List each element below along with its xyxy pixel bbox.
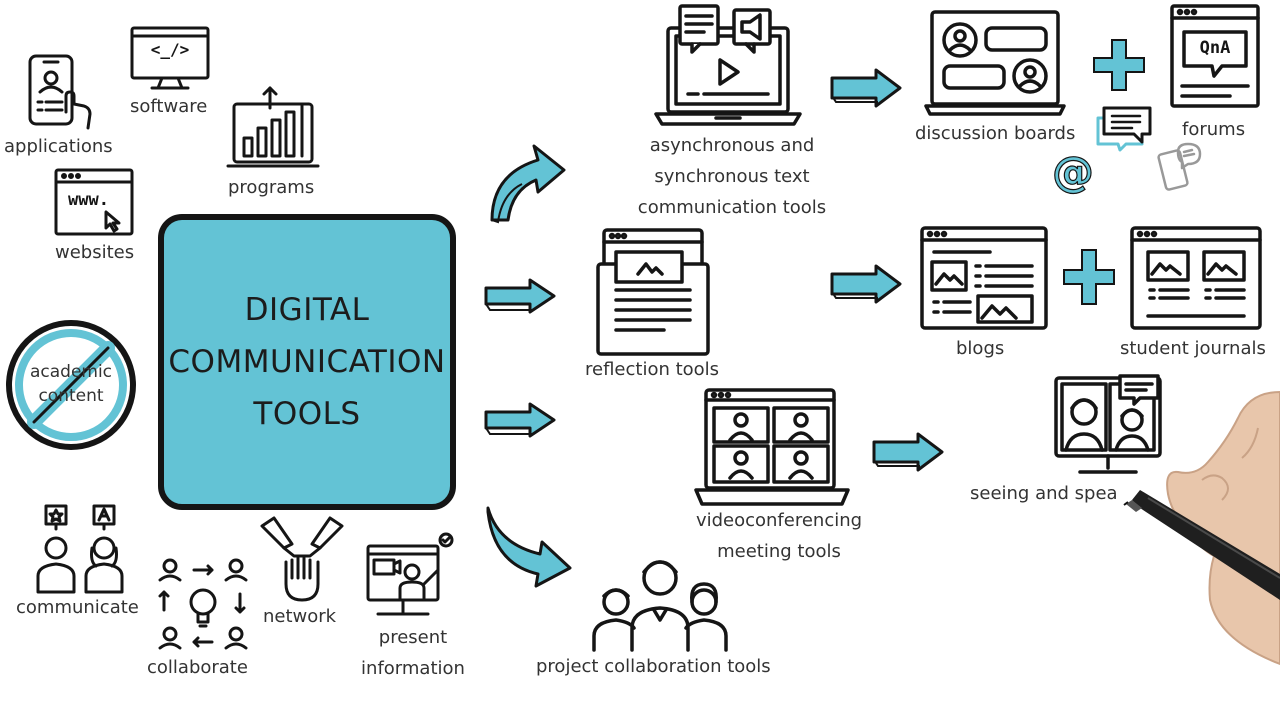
tablet-article-icon [594, 228, 718, 358]
browser-www-icon: www. [54, 168, 134, 238]
communicate-people-icon [32, 504, 132, 598]
text-tools-line: communication tools [637, 197, 827, 218]
central-title: DIGITAL COMMUNICATION TOOLS [168, 284, 445, 440]
central-box: DIGITAL COMMUNICATION TOOLS [158, 214, 456, 510]
discussion-boards-label: discussion boards [915, 123, 1076, 144]
chat-bubble-icon [1094, 104, 1154, 152]
plus-icon [1062, 248, 1116, 306]
handshake-icon [256, 512, 348, 604]
smartphone-icon [26, 52, 98, 130]
network-label: network [263, 606, 337, 627]
academic-label: academic [29, 362, 113, 382]
video-label: videoconferencing meeting tools [672, 505, 886, 567]
arrow-right-1 [484, 278, 558, 318]
seeing-speaking-label: seeing and spea [970, 483, 1118, 504]
svg-text:@: @ [1052, 147, 1094, 196]
forum-qna-icon: QnA [1170, 4, 1260, 108]
blogs-label: blogs [956, 338, 1005, 359]
programs-label: programs [228, 177, 315, 198]
collaborate-cycle-icon [156, 558, 252, 654]
prohibited-icon: academic content [4, 318, 138, 452]
laptop-video-grid-icon [694, 386, 850, 510]
journal-window-icon [1130, 226, 1264, 330]
central-title-line: DIGITAL [244, 292, 370, 328]
software-label: software [130, 96, 208, 117]
websites-label: websites [55, 242, 135, 263]
collaborate-label: collaborate [147, 657, 248, 678]
discussion-window-icon [924, 10, 1066, 116]
video-call-monitor-icon [1054, 374, 1162, 478]
communicate-label: communicate [16, 597, 139, 618]
laptop-chat-icon [652, 2, 804, 130]
video-line: videoconferencing [695, 510, 863, 531]
phone-chat-icon [1157, 142, 1204, 192]
arrow-up-right [484, 128, 568, 224]
present-line: present [378, 627, 448, 648]
central-title-line: TOOLS [253, 396, 361, 432]
arrow-right-2 [484, 402, 558, 442]
forums-label: forums [1182, 119, 1246, 140]
websites-icon-text: www. [68, 190, 109, 210]
text-tools-line: asynchronous and [649, 135, 815, 156]
student-journals-label: student journals [1120, 338, 1266, 359]
arrow-down-right [484, 504, 576, 590]
bar-chart-icon [226, 86, 320, 174]
presentation-icon [364, 532, 456, 624]
arrow-right-4 [830, 264, 904, 306]
project-label: project collaboration tools [536, 656, 771, 677]
video-line: meeting tools [717, 541, 841, 562]
software-icon-text: <_/> [150, 40, 190, 59]
present-label: present information [356, 622, 470, 684]
team-icon [590, 552, 730, 652]
content-label: content [38, 386, 104, 406]
applications-label: applications [4, 136, 113, 157]
arrow-right-5 [872, 432, 946, 474]
information-line: information [361, 658, 465, 679]
arrow-right-3 [830, 68, 904, 110]
blog-window-icon [920, 226, 1048, 330]
text-tools-label: asynchronous and synchronous text commun… [624, 130, 840, 223]
central-title-line: COMMUNICATION [168, 344, 446, 380]
plus-icon [1092, 38, 1146, 92]
at-icon: @ [1048, 146, 1094, 196]
qna-text: QnA [1199, 38, 1231, 58]
hand-pen-icon [1108, 380, 1280, 676]
reflection-label: reflection tools [585, 359, 720, 380]
text-tools-line: synchronous text [654, 166, 810, 187]
monitor-code-icon: <_/> [130, 26, 210, 96]
